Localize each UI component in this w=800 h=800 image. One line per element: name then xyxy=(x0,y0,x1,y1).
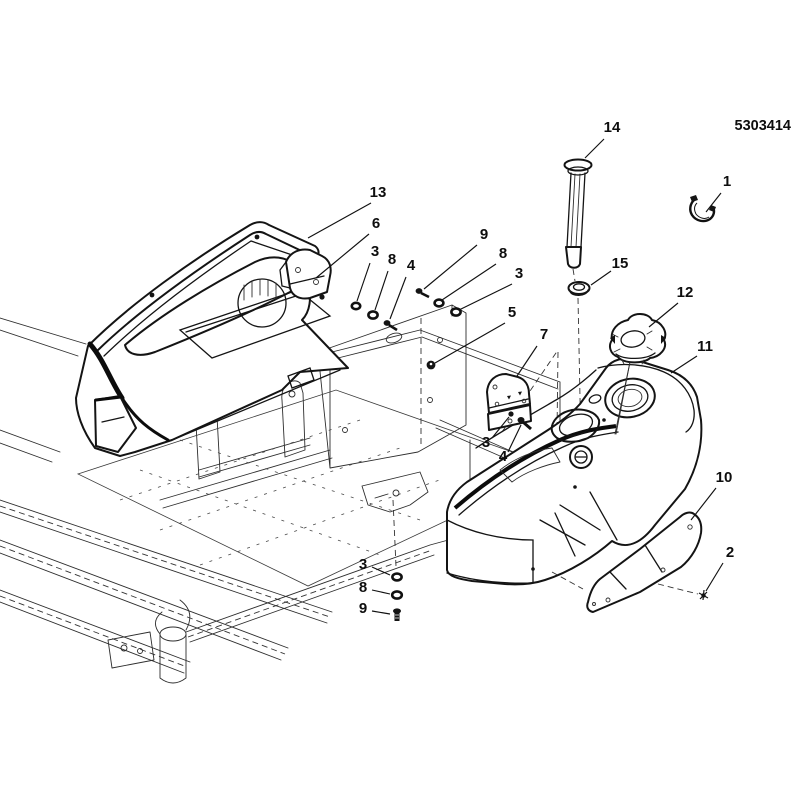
callout-label-4: 4 xyxy=(499,448,508,465)
callout-label-13: 13 xyxy=(370,184,387,201)
callout-leader-10 xyxy=(690,487,717,521)
callout-leader-9 xyxy=(371,610,391,615)
callout-label-8: 8 xyxy=(499,245,507,262)
callout-leader-8 xyxy=(441,263,497,301)
callout-label-5: 5 xyxy=(508,304,516,321)
part-1-clip xyxy=(689,195,716,223)
callout-leader-13 xyxy=(307,202,372,239)
part-14-tube xyxy=(563,158,593,282)
callout-label-10: 10 xyxy=(716,469,733,486)
callout-label-1: 1 xyxy=(723,173,731,190)
callout-leader-3 xyxy=(491,416,510,439)
callout-leader-4 xyxy=(507,424,522,453)
screw-3 xyxy=(508,411,514,417)
callout-label-3: 3 xyxy=(515,265,523,282)
callout-leader-3 xyxy=(356,262,371,302)
callout-label-6: 6 xyxy=(372,215,380,232)
bolt-4 xyxy=(517,417,525,423)
callout-label-12: 12 xyxy=(677,284,694,301)
callout-leader-5 xyxy=(434,322,506,364)
fasteners-middle-group xyxy=(415,288,462,370)
callout-label-9: 9 xyxy=(359,600,367,617)
part-13-fender-cover xyxy=(75,221,349,457)
part-15-grommet xyxy=(556,281,591,448)
callout-leader-15 xyxy=(590,270,612,286)
callout-label-7: 7 xyxy=(540,326,548,343)
part-12-fuel-cap xyxy=(609,313,667,435)
callout-leader-8 xyxy=(371,589,391,595)
callout-label-3: 3 xyxy=(482,434,490,451)
callout-label-14: 14 xyxy=(604,119,621,136)
callout-label-11: 11 xyxy=(697,338,713,355)
part-11-console xyxy=(446,357,703,586)
callout-leader-3 xyxy=(458,283,513,311)
callout-leader-12 xyxy=(648,302,679,328)
fasteners-bottom-group xyxy=(390,572,404,621)
callout-leader-8 xyxy=(374,270,389,311)
screw-2 xyxy=(698,589,709,601)
document-number: 5303414 xyxy=(735,118,791,134)
callout-label-4: 4 xyxy=(407,257,416,274)
callout-label-2: 2 xyxy=(726,544,734,561)
callout-label-3: 3 xyxy=(359,556,367,573)
callout-leader-6 xyxy=(315,233,370,279)
callout-leader-9 xyxy=(423,244,478,290)
part-7-bracket xyxy=(486,373,532,431)
part-6-fender-bracket xyxy=(279,248,332,300)
callout-label-9: 9 xyxy=(480,226,488,243)
callout-label-3: 3 xyxy=(371,243,379,260)
callout-leader-1 xyxy=(705,192,722,213)
callout-label-15: 15 xyxy=(612,255,629,272)
callout-label-8: 8 xyxy=(359,579,367,596)
callout-leader-4 xyxy=(389,276,407,320)
callout-leader-3 xyxy=(371,566,391,576)
fasteners-left-group xyxy=(350,301,398,332)
callout-leader-14 xyxy=(584,138,605,159)
part-10-side-panel xyxy=(551,511,709,613)
callout-leader-7 xyxy=(516,345,538,377)
callout-leader-11 xyxy=(670,355,698,374)
callout-leader-2 xyxy=(705,562,724,592)
callout-label-8: 8 xyxy=(388,251,396,268)
